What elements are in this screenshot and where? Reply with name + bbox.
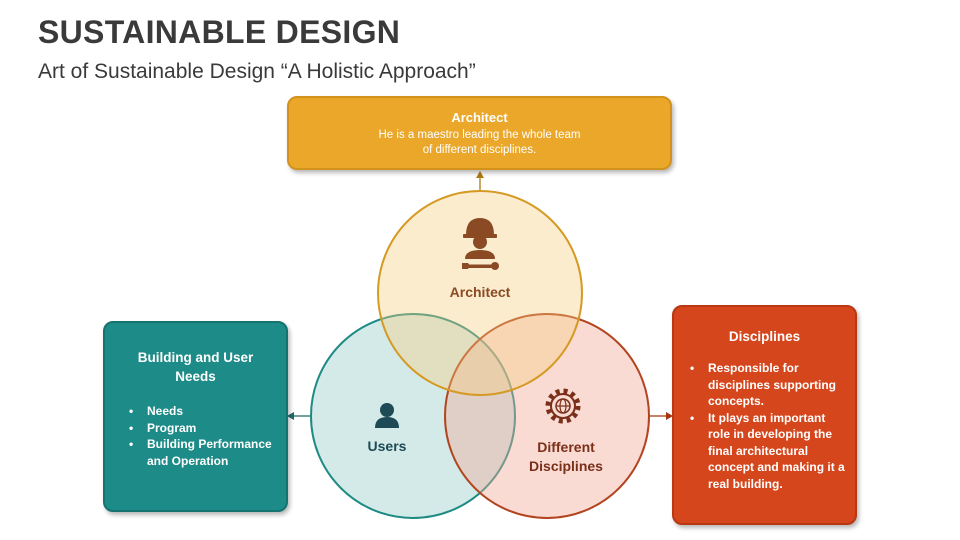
page-subtitle: Art of Sustainable Design “A Holistic Ap… (38, 60, 476, 83)
needs-box-title: Building and User Needs (137, 350, 254, 384)
list-item: Responsible for disciplines supporting c… (686, 360, 845, 410)
disciplines-box-title: Disciplines (728, 329, 801, 344)
disciplines-list: Responsible for disciplines supporting c… (674, 360, 855, 492)
arrow-left (287, 412, 294, 420)
needs-list: Needs Program Building Performance and O… (105, 403, 286, 469)
circle-users-label: Users (368, 438, 407, 454)
list-item: Building Performance and Operation (125, 436, 276, 469)
circle-disciplines-label-line1: Different (537, 439, 595, 455)
page-title: SUSTAINABLE DESIGN (38, 14, 401, 50)
list-item: It plays an important role in developing… (686, 410, 845, 493)
architect-box-description: He is a maestro leading the whole team o… (378, 129, 581, 156)
circle-architect (377, 190, 583, 396)
architect-info-box: Architect He is a maestro leading the wh… (287, 96, 672, 170)
user-icon (375, 403, 399, 428)
arrow-right (666, 412, 673, 420)
gear-globe-icon (545, 388, 581, 424)
circle-disciplines (444, 313, 650, 519)
list-item: Needs (125, 403, 276, 420)
disciplines-box: Disciplines Responsible for disciplines … (672, 305, 857, 525)
architect-worker-icon (462, 218, 499, 270)
arrow-top (476, 171, 484, 178)
circle-architect-label: Architect (450, 284, 511, 300)
architect-box-title: Architect (451, 110, 508, 125)
circle-users (310, 313, 516, 519)
circle-disciplines-label-line2: Disciplines (529, 458, 603, 474)
building-user-needs-box: Building and User Needs Needs Program Bu… (103, 321, 288, 512)
list-item: Program (125, 420, 276, 437)
